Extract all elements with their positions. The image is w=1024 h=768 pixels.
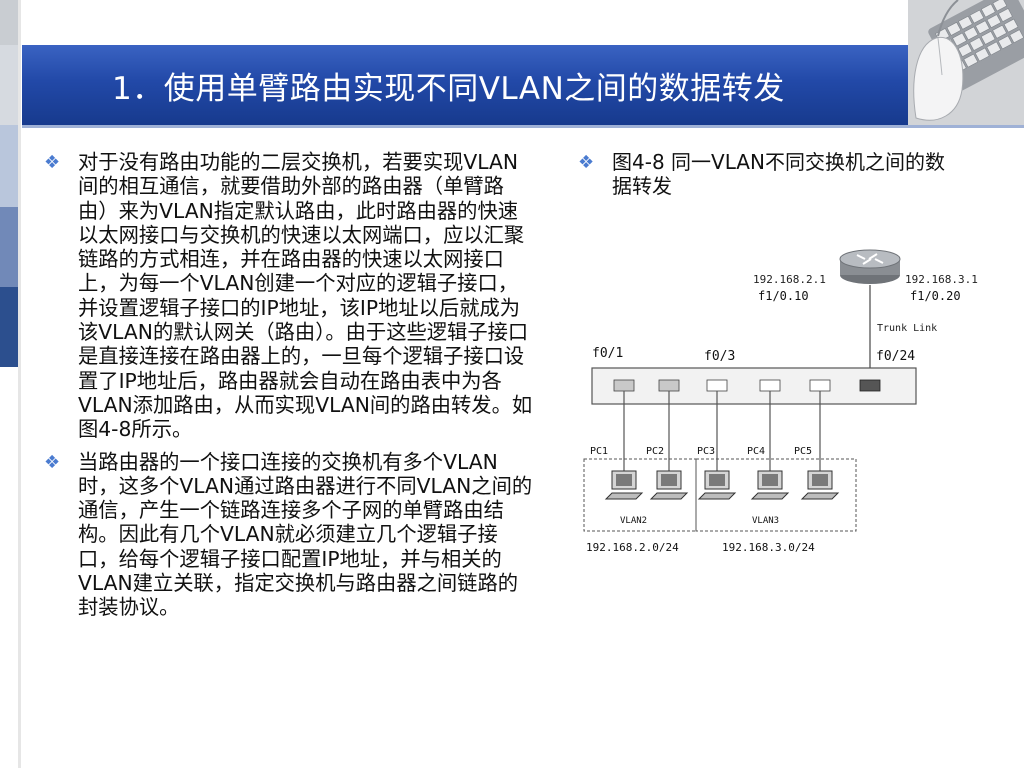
router-right-if: f1/0.20 (910, 289, 961, 303)
switch-icon (591, 367, 917, 405)
subnet-label-2: 192.168.2.0/24 (586, 541, 679, 554)
vlan-label-2: VLAN2 (620, 516, 647, 526)
trunk-link-label: Trunk Link (877, 323, 937, 334)
network-diagram: 192.168.2.1 f1/0.10 192.168.3.1 f1/0.20 … (583, 249, 978, 554)
title-underline (22, 125, 1024, 128)
body-text-column: ❖ 对于没有路由功能的二层交换机，若要实现VLAN间的相互通信，就要借助外部的路… (44, 150, 534, 628)
side-strip-5 (0, 287, 18, 367)
mouse-icon (913, 0, 964, 121)
pc-label-4: PC4 (747, 446, 765, 457)
pc-label-1: PC1 (590, 446, 608, 457)
title-bar: 1．使用单臂路由实现不同VLAN之间的数据转发 (22, 45, 908, 125)
top-band (22, 0, 908, 45)
port-label-f0-3: f0/3 (704, 349, 735, 364)
computer-icon (750, 470, 790, 500)
keyboard-mouse-illustration (908, 0, 1024, 125)
side-strip-2 (0, 45, 18, 125)
router-icon (839, 249, 901, 284)
router-right-ip: 192.168.3.1 (905, 273, 978, 286)
computer-icon (800, 470, 840, 500)
side-strip-4 (0, 207, 18, 287)
bullet-paragraph-2: ❖ 当路由器的一个接口连接的交换机有多个VLAN时，这多个VLAN通过路由器进行… (44, 450, 534, 620)
port-label-f0-1: f0/1 (592, 346, 623, 361)
vlan3-box (695, 458, 857, 532)
computer-icon (649, 470, 689, 500)
pc-label-3: PC3 (697, 446, 715, 457)
computer-icon (697, 470, 737, 500)
side-strip-1 (0, 0, 18, 45)
side-divider (18, 0, 21, 768)
vlan-label-3: VLAN3 (752, 516, 779, 526)
port-label-f0-24: f0/24 (876, 349, 915, 364)
pc-label-5: PC5 (794, 446, 812, 457)
figure-column: ❖ 图4-8 同一VLAN不同交换机之间的数据转发 (578, 150, 978, 198)
diamond-bullet-icon: ❖ (44, 451, 61, 473)
bullet-text-1: 对于没有路由功能的二层交换机，若要实现VLAN间的相互通信，就要借助外部的路由器… (78, 150, 533, 442)
pc-label-2: PC2 (646, 446, 664, 457)
figure-caption-text: 图4-8 同一VLAN不同交换机之间的数据转发 (612, 150, 945, 198)
side-strip-3 (0, 125, 18, 207)
slide-title: 1．使用单臂路由实现不同VLAN之间的数据转发 (112, 71, 785, 107)
keyboard-mouse-photo (908, 0, 1024, 125)
diamond-bullet-icon: ❖ (578, 152, 595, 173)
subnet-label-3: 192.168.3.0/24 (722, 541, 815, 554)
diamond-bullet-icon: ❖ (44, 152, 61, 173)
router-left-ip: 192.168.2.1 (753, 273, 826, 286)
router-left-if: f1/0.10 (758, 289, 809, 303)
bullet-text-2: 当路由器的一个接口连接的交换机有多个VLAN时，这多个VLAN通过路由器进行不同… (78, 449, 533, 620)
figure-caption: ❖ 图4-8 同一VLAN不同交换机之间的数据转发 (578, 150, 962, 198)
computer-icon (604, 470, 644, 500)
bullet-paragraph-1: ❖ 对于没有路由功能的二层交换机，若要实现VLAN间的相互通信，就要借助外部的路… (44, 150, 534, 442)
